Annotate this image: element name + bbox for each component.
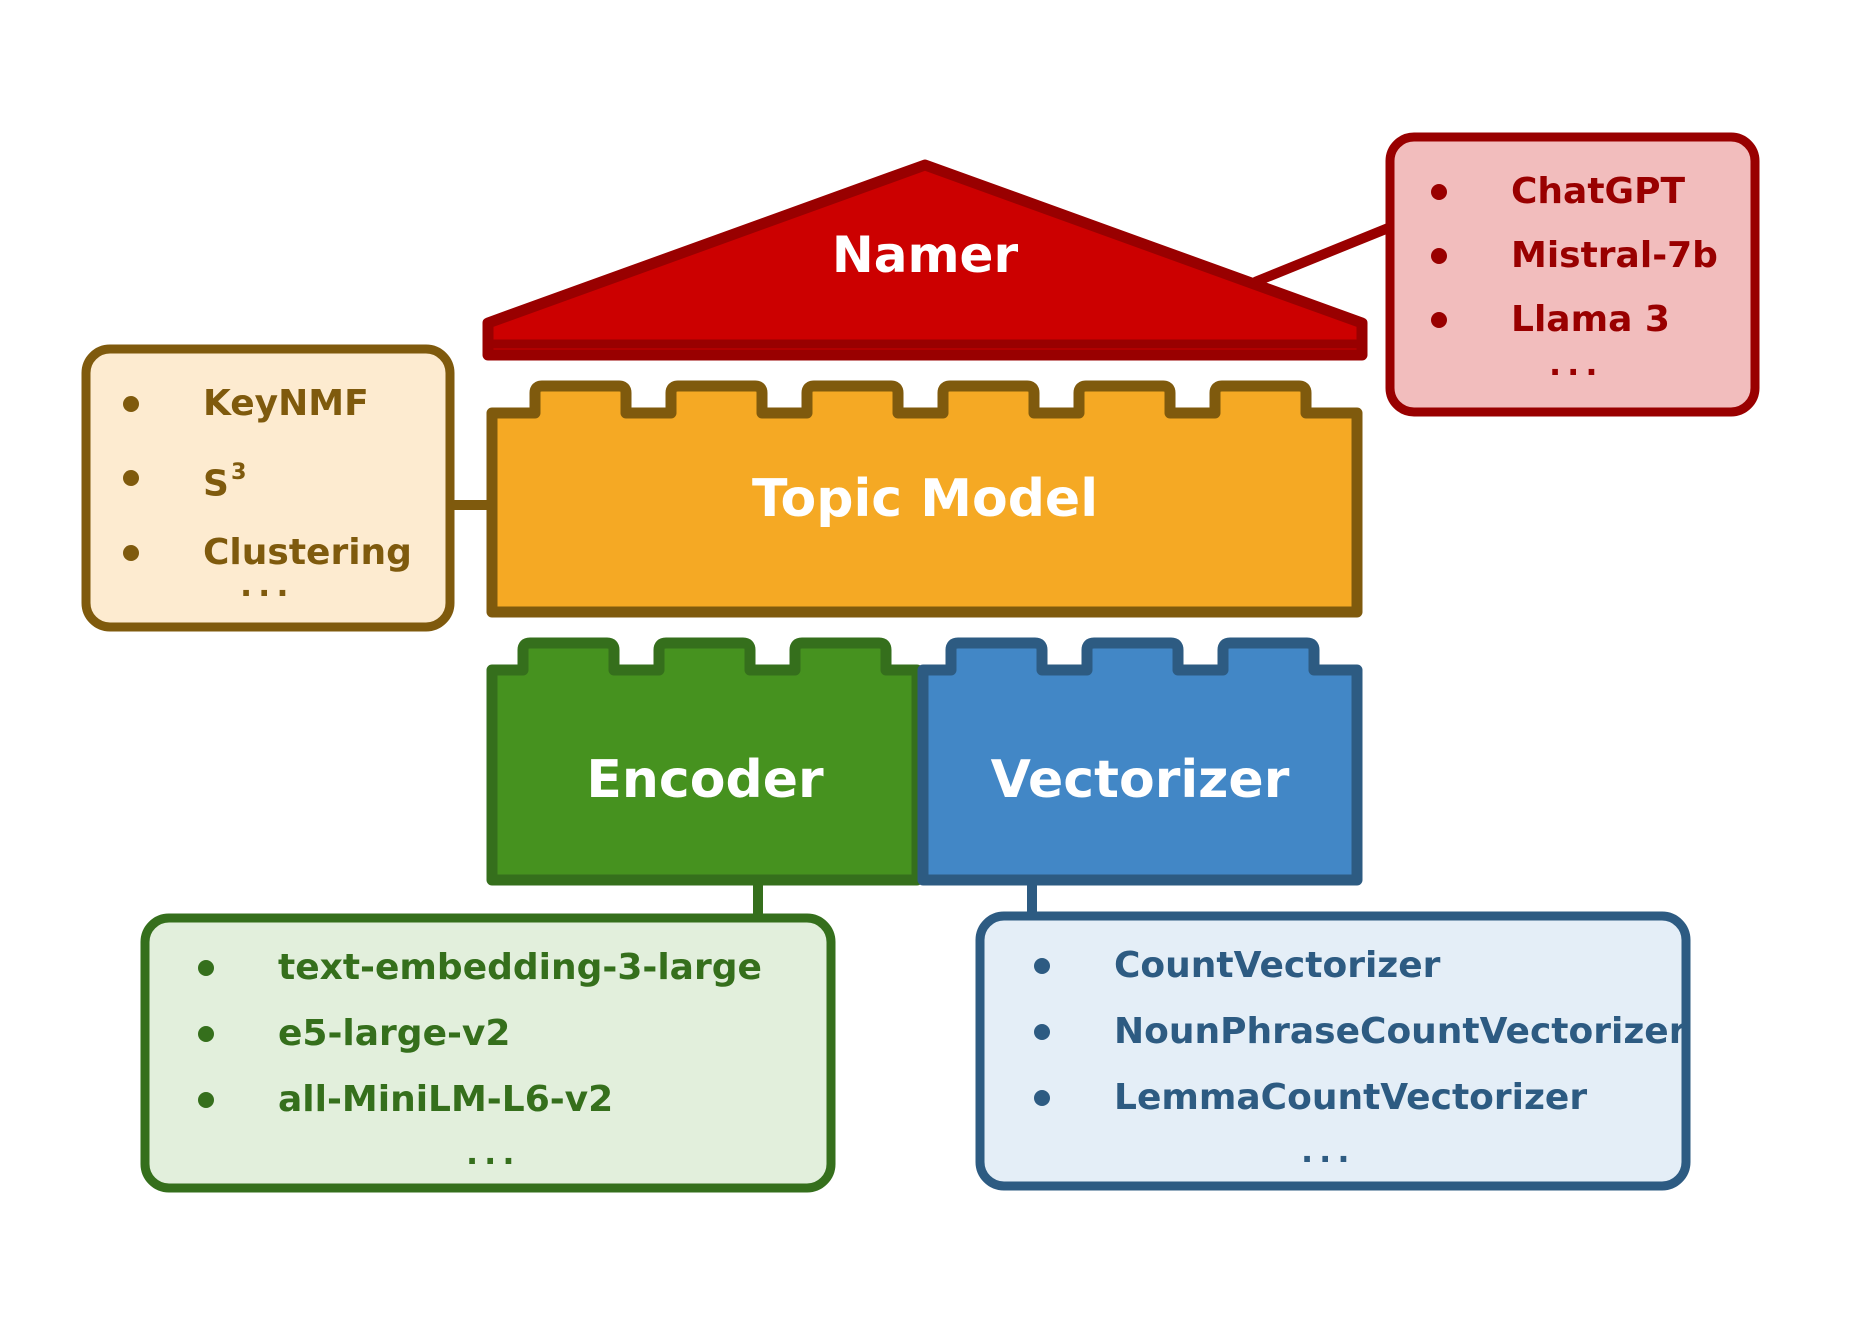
- list-item: ChatGPT: [1431, 160, 1718, 224]
- bullet-icon: [1034, 1024, 1050, 1040]
- vectorizer-label: Vectorizer: [991, 750, 1290, 810]
- bullet-icon: [1431, 248, 1447, 264]
- topic-model-options-box: [81, 344, 455, 632]
- topic-model-options-more: ...: [240, 566, 295, 604]
- bullet-icon: [1034, 958, 1050, 974]
- bullet-icon: [123, 470, 139, 487]
- vectorizer-block: [917, 637, 1363, 886]
- list-item: KeyNMF: [123, 370, 412, 438]
- topic-model-block: [486, 380, 1363, 618]
- bullet-icon: [1034, 1090, 1050, 1106]
- vectorizer-options-list: CountVectorizer NounPhraseCountVectorize…: [1034, 933, 1686, 1131]
- namer-options-list: ChatGPT Mistral-7b Llama 3: [1431, 160, 1718, 352]
- namer-options-more: ...: [1549, 345, 1604, 383]
- bullet-icon: [123, 544, 139, 561]
- list-item: Mistral-7b: [1431, 224, 1718, 288]
- namer-block: [482, 159, 1368, 361]
- encoder-block: [486, 637, 923, 886]
- bullet-icon: [198, 1092, 214, 1108]
- topic-model-label: Topic Model: [752, 469, 1098, 529]
- encoder-label: Encoder: [586, 750, 824, 810]
- list-item: LemmaCountVectorizer: [1034, 1065, 1686, 1131]
- bullet-icon: [198, 1026, 214, 1042]
- bullet-icon: [1431, 184, 1447, 200]
- vectorizer-options-more: ...: [1301, 1132, 1356, 1170]
- bullet-icon: [1431, 312, 1447, 328]
- encoder-options-list: text-embedding-3-large e5-large-v2 all-M…: [198, 935, 762, 1133]
- bullet-icon: [198, 960, 214, 976]
- list-item: Clustering: [123, 519, 412, 587]
- list-item: Llama 3: [1431, 288, 1718, 352]
- namer-connector: [1253, 215, 1410, 287]
- vectorizer-options-box: [975, 911, 1691, 1191]
- list-item: NounPhraseCountVectorizer: [1034, 999, 1686, 1065]
- list-item: e5-large-v2: [198, 1001, 762, 1067]
- list-item: CountVectorizer: [1034, 933, 1686, 999]
- list-item: S3: [123, 438, 412, 519]
- list-item: all-MiniLM-L6-v2: [198, 1067, 762, 1133]
- encoder-options-box: [140, 913, 836, 1193]
- namer-options-box: [1385, 132, 1760, 417]
- topic-model-options-list: KeyNMF S3 Clustering: [123, 370, 412, 587]
- encoder-options-more: ...: [466, 1134, 521, 1172]
- namer-label: Namer: [832, 226, 1019, 284]
- bullet-icon: [123, 396, 139, 412]
- list-item: text-embedding-3-large: [198, 935, 762, 1001]
